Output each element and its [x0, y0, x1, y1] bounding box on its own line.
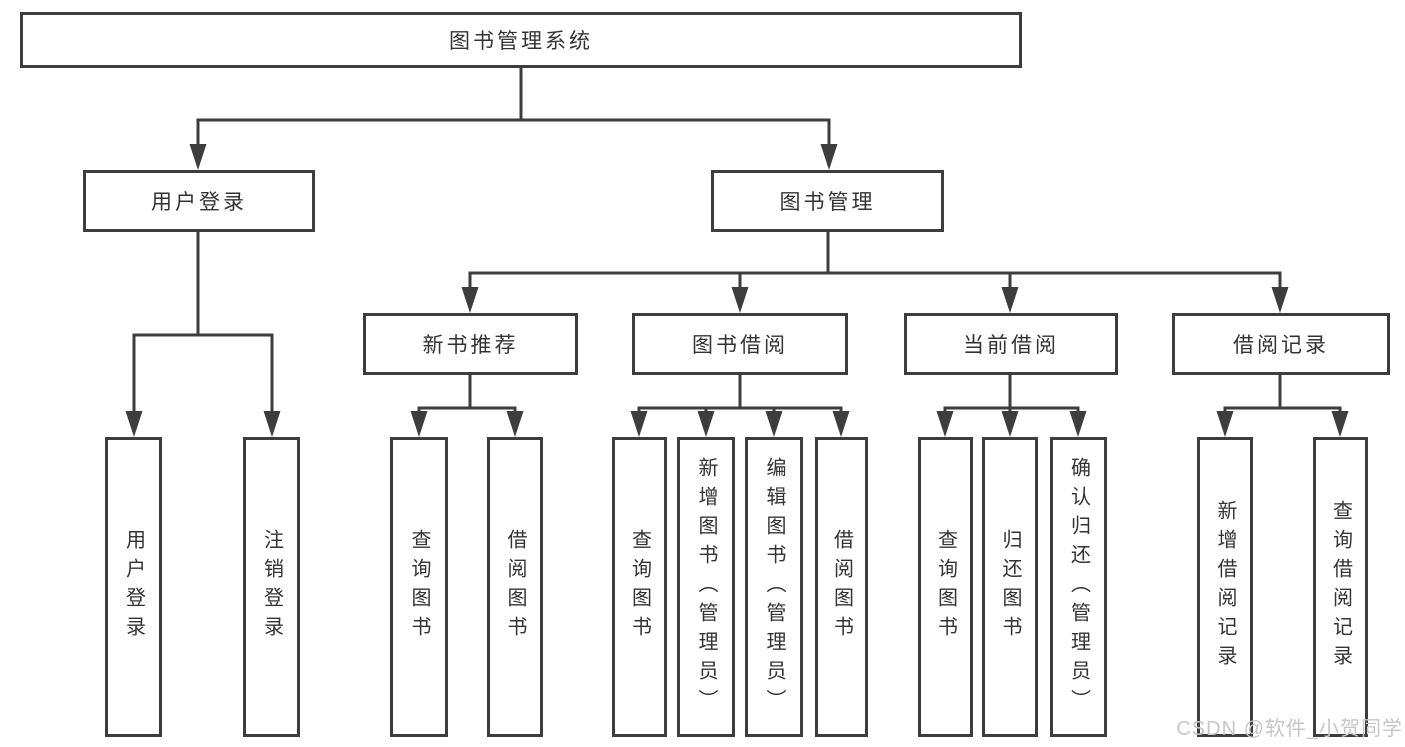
node-label: 当前借阅	[963, 334, 1059, 357]
node-label: 图书管理系统	[449, 30, 593, 53]
node-book-management: 图书管理	[711, 170, 944, 232]
node-library-management-system: 图书管理系统	[20, 12, 1022, 68]
node-label: 确认归还（管理员）	[1067, 456, 1090, 718]
leaf-user-login: 用户登录	[105, 437, 162, 737]
leaf-borrow-book-recommend: 借阅图书	[487, 437, 543, 737]
node-label: 查询借阅记录	[1329, 500, 1352, 674]
leaf-query-borrow-record: 查询借阅记录	[1313, 437, 1368, 737]
node-new-book-recommend: 新书推荐	[363, 313, 578, 375]
leaf-logout-login: 注销登录	[243, 437, 300, 737]
node-label: 新增借阅记录	[1214, 500, 1236, 674]
node-label: 编辑图书（管理员）	[763, 456, 785, 718]
node-label: 图书管理	[779, 191, 876, 214]
csdn-watermark: CSDN @软件_小贺同学	[1176, 718, 1403, 740]
node-borrow-record: 借阅记录	[1172, 313, 1390, 375]
node-label: 借阅图书	[504, 529, 526, 645]
node-current-borrow: 当前借阅	[904, 313, 1118, 375]
node-label: 查询图书	[934, 529, 957, 645]
node-label: 用户登录	[122, 529, 145, 645]
leaf-query-book-borrow: 查询图书	[612, 437, 667, 737]
node-label: 新书推荐	[422, 334, 519, 357]
leaf-borrow-book: 借阅图书	[815, 437, 868, 737]
node-label: 查询图书	[408, 529, 430, 645]
node-label: 归还图书	[999, 529, 1021, 645]
leaf-edit-book-admin: 编辑图书（管理员）	[745, 437, 803, 737]
node-label: 用户登录	[151, 191, 247, 214]
leaf-confirm-return-admin: 确认归还（管理员）	[1050, 437, 1107, 737]
node-label: 借阅记录	[1233, 334, 1329, 357]
leaf-query-book-recommend: 查询图书	[390, 437, 448, 737]
node-book-borrow: 图书借阅	[632, 313, 848, 375]
node-label: 新增图书（管理员）	[695, 456, 717, 718]
node-user-login: 用户登录	[83, 170, 315, 232]
leaf-return-book: 归还图书	[982, 437, 1038, 737]
node-label: 借阅图书	[830, 529, 853, 645]
node-label: 图书借阅	[692, 334, 788, 357]
leaf-add-book-admin: 新增图书（管理员）	[677, 437, 735, 737]
leaf-query-book-current: 查询图书	[918, 437, 973, 737]
node-label: 注销登录	[260, 529, 283, 645]
leaf-add-borrow-record: 新增借阅记录	[1197, 437, 1253, 737]
node-label: 查询图书	[628, 529, 651, 645]
